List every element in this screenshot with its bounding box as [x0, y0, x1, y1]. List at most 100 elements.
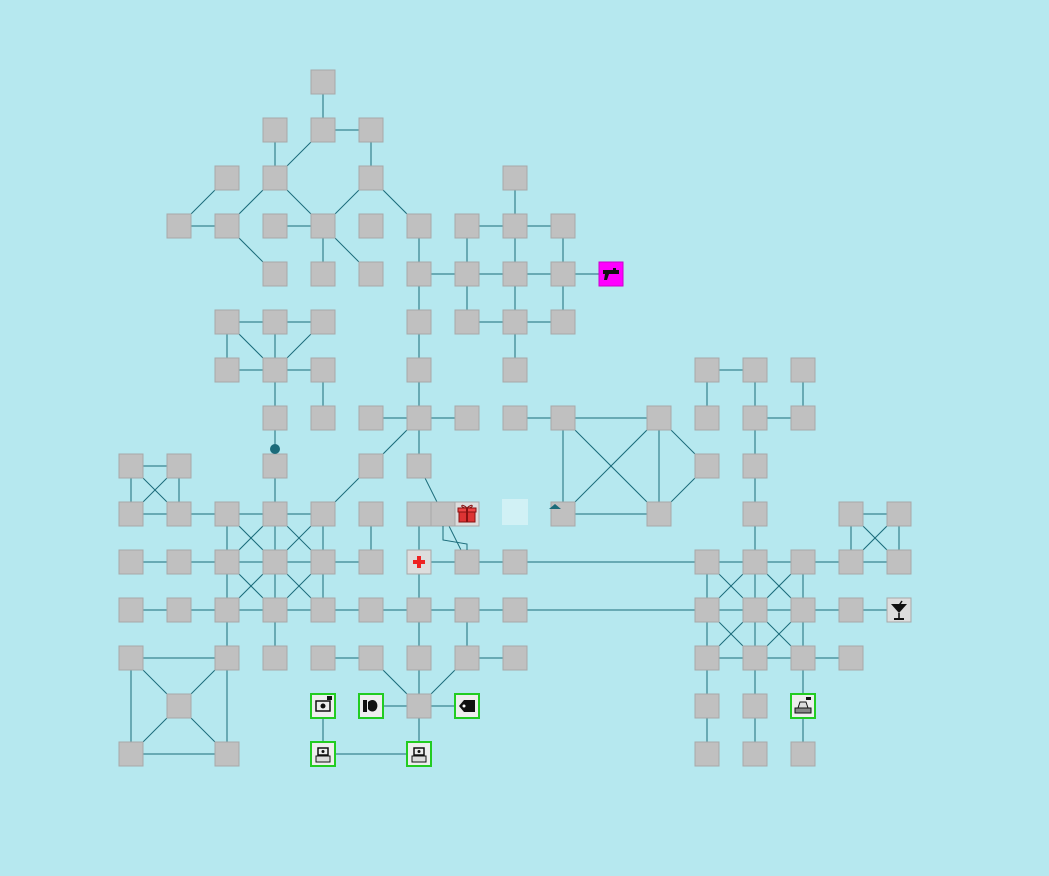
map-room[interactable] — [502, 213, 528, 239]
map-room[interactable] — [358, 453, 384, 479]
map-room[interactable] — [310, 549, 336, 575]
shop-room-1[interactable] — [310, 693, 336, 719]
medical-room[interactable] — [406, 549, 432, 575]
map-room[interactable] — [262, 453, 288, 479]
map-room[interactable] — [310, 261, 336, 287]
map-room[interactable] — [262, 597, 288, 623]
map-room[interactable] — [166, 213, 192, 239]
map-room[interactable] — [502, 165, 528, 191]
map-room[interactable] — [790, 357, 816, 383]
map-room[interactable] — [310, 597, 336, 623]
map-room[interactable] — [694, 741, 720, 767]
map-room[interactable] — [454, 549, 480, 575]
gift-room[interactable] — [454, 501, 480, 527]
shop-room-5[interactable] — [310, 741, 336, 767]
map-room[interactable] — [742, 453, 768, 479]
map-room[interactable] — [742, 405, 768, 431]
map-room[interactable] — [406, 645, 432, 671]
map-room[interactable] — [694, 549, 720, 575]
map-room[interactable] — [310, 501, 336, 527]
map-room[interactable] — [214, 309, 240, 335]
map-room[interactable] — [358, 117, 384, 143]
map-room[interactable] — [742, 597, 768, 623]
map-room[interactable] — [838, 501, 864, 527]
map-room[interactable] — [262, 357, 288, 383]
map-room[interactable] — [358, 405, 384, 431]
map-room[interactable] — [502, 261, 528, 287]
map-room[interactable] — [502, 597, 528, 623]
map-room[interactable] — [406, 213, 432, 239]
map-room[interactable] — [166, 597, 192, 623]
map-room[interactable] — [790, 645, 816, 671]
map-room[interactable] — [694, 453, 720, 479]
map-room[interactable] — [406, 261, 432, 287]
shop-room-6[interactable] — [406, 741, 432, 767]
map-room[interactable] — [214, 165, 240, 191]
map-room[interactable] — [214, 501, 240, 527]
map-room[interactable] — [694, 597, 720, 623]
map-room[interactable] — [310, 213, 336, 239]
map-room[interactable] — [262, 501, 288, 527]
map-room[interactable] — [838, 549, 864, 575]
map-room[interactable] — [550, 405, 576, 431]
map-room[interactable] — [214, 549, 240, 575]
map-room[interactable] — [166, 549, 192, 575]
map-room[interactable] — [262, 549, 288, 575]
map-room[interactable] — [502, 549, 528, 575]
map-room[interactable] — [358, 165, 384, 191]
map-room[interactable] — [262, 261, 288, 287]
map-room[interactable] — [214, 741, 240, 767]
map-room[interactable] — [406, 357, 432, 383]
map-room[interactable] — [118, 501, 144, 527]
map-room[interactable] — [406, 501, 432, 527]
map-room[interactable] — [406, 453, 432, 479]
map-room[interactable] — [838, 597, 864, 623]
map-room[interactable] — [454, 645, 480, 671]
map-room[interactable] — [358, 501, 384, 527]
map-room[interactable] — [310, 309, 336, 335]
map-room[interactable] — [742, 645, 768, 671]
map-room[interactable] — [118, 741, 144, 767]
map-room[interactable] — [742, 549, 768, 575]
map-room[interactable] — [646, 501, 672, 527]
map-room[interactable] — [406, 405, 432, 431]
map-room[interactable] — [694, 693, 720, 719]
map-room[interactable] — [430, 501, 456, 527]
map-room[interactable] — [358, 549, 384, 575]
map-room[interactable] — [550, 213, 576, 239]
map-room[interactable] — [454, 597, 480, 623]
map-room[interactable] — [262, 165, 288, 191]
map-room[interactable] — [358, 261, 384, 287]
map-room[interactable] — [502, 309, 528, 335]
map-room[interactable] — [502, 645, 528, 671]
map-room[interactable] — [790, 549, 816, 575]
map-room[interactable] — [262, 117, 288, 143]
map-room[interactable] — [694, 405, 720, 431]
map-room[interactable] — [214, 357, 240, 383]
map-room[interactable] — [214, 597, 240, 623]
map-room[interactable] — [310, 357, 336, 383]
map-room[interactable] — [166, 453, 192, 479]
map-room[interactable] — [742, 693, 768, 719]
map-room[interactable] — [694, 357, 720, 383]
map-room[interactable] — [118, 645, 144, 671]
map-room[interactable] — [358, 597, 384, 623]
map-room[interactable] — [166, 501, 192, 527]
shop-room-4[interactable] — [790, 693, 816, 719]
shop-room-3[interactable] — [454, 693, 480, 719]
map-room[interactable] — [310, 117, 336, 143]
map-room[interactable] — [742, 741, 768, 767]
map-room[interactable] — [406, 597, 432, 623]
map-room[interactable] — [790, 405, 816, 431]
map-room[interactable] — [454, 405, 480, 431]
map-room[interactable] — [310, 69, 336, 95]
shop-room-2[interactable] — [358, 693, 384, 719]
map-room[interactable] — [214, 213, 240, 239]
map-room[interactable] — [358, 213, 384, 239]
map-room[interactable] — [502, 357, 528, 383]
map-room[interactable] — [790, 597, 816, 623]
weapon-shop[interactable] — [598, 261, 624, 287]
map-room[interactable] — [310, 645, 336, 671]
map-room[interactable] — [118, 549, 144, 575]
map-room[interactable] — [166, 693, 192, 719]
